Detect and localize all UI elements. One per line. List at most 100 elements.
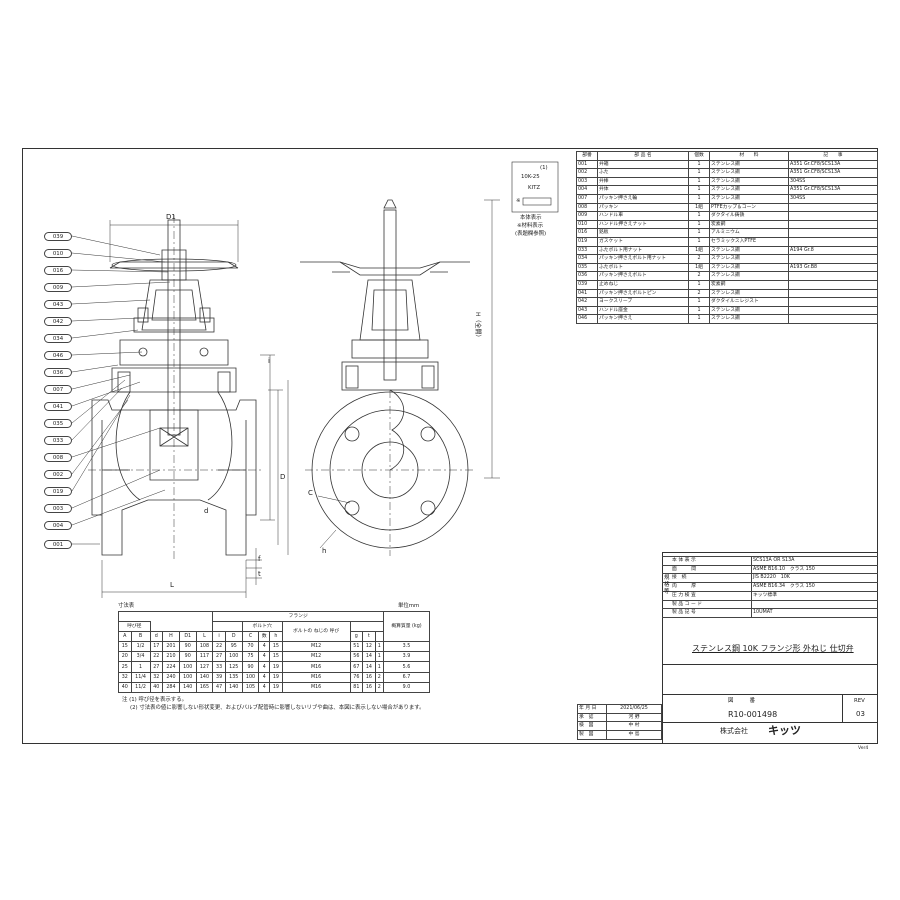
parts-cell-no: 008 — [576, 202, 598, 213]
parts-cell-material: セラミックス入PTFE — [709, 236, 789, 247]
callout-004: 004 — [44, 521, 72, 530]
dim-cell: M16 — [281, 681, 351, 693]
dim-cell: 165 — [195, 681, 214, 693]
title-block — [662, 552, 878, 744]
dim-cell: 1 — [374, 651, 385, 663]
spec-label: 圧 力 検 査 — [662, 590, 752, 601]
dim-cell: 100 — [178, 671, 197, 683]
dim-cell: 76 — [349, 671, 364, 683]
dim-cell: 140 — [178, 681, 197, 693]
group-bolt-hole: ボルト穴 — [241, 621, 283, 633]
parts-cell-note: A351 Gr.CF8/SCS13A — [788, 168, 878, 178]
parts-cell-material: ステンレス鋼 — [709, 271, 789, 281]
company-logo: キッツ — [768, 724, 801, 737]
spec-label: 製 品 記 号 — [662, 608, 752, 618]
callout-039: 039 — [44, 232, 72, 241]
dim-cell: 90 — [241, 661, 260, 673]
parts-cell-name: ハンドル車 — [597, 211, 689, 221]
parts-cell-no: 039 — [576, 279, 598, 290]
col-mass: 概算質量 (kg) — [382, 610, 431, 643]
dim-cell: 1 — [130, 661, 151, 673]
parts-cell-qty: 1 — [688, 211, 710, 221]
dim-cell: 47 — [212, 681, 226, 693]
parts-cell-note — [788, 297, 878, 307]
dim-cell: 3.9 — [382, 651, 431, 663]
version: Ver4 — [858, 746, 869, 751]
parts-cell-material: PTFEカップ＆コーン — [709, 202, 789, 213]
callout-042: 042 — [44, 317, 72, 326]
dim-cell: 14 — [362, 651, 376, 663]
dim-cell: 284 — [162, 681, 180, 693]
callout-046: 046 — [44, 351, 72, 360]
callout-041: 041 — [44, 402, 72, 411]
parts-cell-qty: 1組 — [688, 202, 710, 213]
callout-008: 008 — [44, 453, 72, 462]
col-header: 材 料 — [709, 151, 789, 161]
dim-cell: 100 — [178, 661, 197, 673]
dim-cell: 4 — [258, 641, 271, 653]
spec-row: 圧 力 検 査キッツ標準 — [662, 590, 878, 601]
dim-cell: 40 — [149, 681, 164, 693]
parts-cell-note — [788, 279, 878, 290]
parts-cell-qty: 2 — [688, 254, 710, 264]
dim-cell: 117 — [195, 651, 214, 663]
dim-col-header: D1 — [178, 631, 197, 643]
parts-cell-name: 弁体 — [597, 185, 689, 195]
dim-cell: 140 — [195, 671, 214, 683]
spec-label: 肉 厚 — [662, 582, 752, 592]
callout-009: 009 — [44, 283, 72, 292]
parts-cell-no: 001 — [576, 159, 598, 170]
dim-cell: 32 — [149, 671, 164, 683]
spec-value: ASME B16.34 クラス 150 — [751, 582, 878, 592]
dim-cell: 22 — [149, 651, 164, 663]
parts-cell-note: 304SS — [788, 176, 878, 187]
dim-cell: 70 — [241, 641, 260, 653]
parts-cell-no: 041 — [576, 288, 598, 299]
parts-cell-no: 034 — [576, 254, 598, 264]
dim-cell: 15 — [118, 641, 132, 653]
stamp-caption1: 本体表示 — [520, 215, 542, 221]
dim-label-i: i — [268, 357, 270, 365]
parts-cell-note — [788, 305, 878, 316]
dim-cell: 125 — [224, 661, 243, 673]
stamp-line4: ※ — [516, 198, 521, 204]
dim-label-h-small: h — [322, 547, 327, 555]
col-header: 部番 — [576, 151, 598, 161]
dim-cell: 4 — [258, 661, 271, 673]
drawing-no-label: 図 番 — [728, 698, 755, 704]
parts-cell-name: 弁箱 — [597, 159, 689, 170]
parts-cell-note — [788, 219, 878, 230]
dim-cell: 11/2 — [130, 681, 151, 693]
approval-role: 年 月 日 — [577, 704, 607, 714]
parts-cell-material: ステンレス鋼 — [709, 168, 789, 178]
parts-cell-material: ステンレス鋼 — [709, 305, 789, 316]
dim-cell: 81 — [349, 681, 364, 693]
dim-cell: 51 — [349, 641, 364, 653]
parts-cell-name: 止めねじ — [597, 279, 689, 290]
dim-cell: 100 — [224, 651, 243, 663]
parts-cell-no: 003 — [576, 176, 598, 187]
parts-cell-no: 007 — [576, 193, 598, 204]
dim-cell: 67 — [349, 661, 364, 673]
drawing-title: ステンレス鋼 10K フランジ形 外ねじ 仕切弁 — [692, 644, 854, 653]
parts-cell-name: パッキン押さえ輪 — [597, 193, 689, 204]
parts-cell-note — [788, 254, 878, 264]
parts-cell-material: ステンレス鋼 — [709, 262, 789, 273]
dim-cell: 201 — [162, 641, 180, 653]
drawing-no: R10-001498 — [728, 710, 778, 719]
dim-label-dd: d — [204, 507, 209, 515]
dim-cell: 12 — [362, 641, 376, 653]
dim-cell: 14 — [362, 661, 376, 673]
col-header: 個数 — [688, 151, 710, 161]
